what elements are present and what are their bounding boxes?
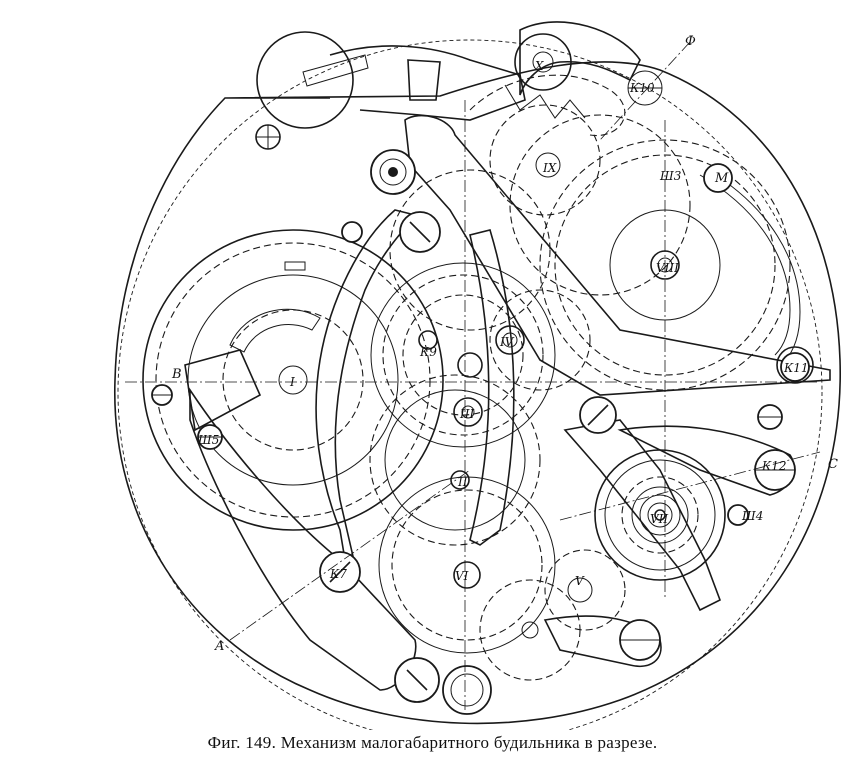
label-i: I bbox=[289, 375, 295, 389]
label-k12: К12 bbox=[761, 459, 787, 473]
screw-top-left bbox=[370, 149, 416, 195]
label-iii: III bbox=[459, 407, 474, 421]
label-vi: VI bbox=[455, 569, 469, 583]
screw-sh4 bbox=[727, 504, 749, 526]
screw-k11 bbox=[780, 352, 810, 382]
label-ix: IX bbox=[542, 161, 557, 175]
screw-k7 bbox=[319, 551, 361, 593]
screw-bottom bbox=[442, 665, 492, 715]
label-k7: К7 bbox=[329, 567, 347, 581]
screw-upper-mid bbox=[399, 211, 441, 253]
label-c: C bbox=[828, 457, 838, 472]
top-bridge bbox=[255, 31, 526, 150]
label-k11: К11 bbox=[783, 361, 809, 375]
label-sh5: Ш5 bbox=[197, 433, 219, 447]
screw-bottom-right bbox=[619, 619, 661, 661]
pivot-m bbox=[703, 163, 733, 193]
labels: Ф M B A C К10 К11 К12 К7 К9 Ш5 Ш3 Ш4 I I… bbox=[171, 34, 838, 654]
label-k10: К10 bbox=[629, 81, 655, 95]
screw-left-mid bbox=[341, 221, 363, 243]
case-outline bbox=[114, 39, 841, 730]
screw-k12 bbox=[754, 449, 796, 491]
label-sh3: Ш3 bbox=[659, 169, 682, 183]
clock-mechanism-drawing: Ф M B A C К10 К11 К12 К7 К9 Ш5 Ш3 Ш4 I I… bbox=[114, 21, 841, 730]
screws bbox=[151, 149, 810, 715]
gear-train bbox=[142, 104, 791, 681]
label-k9: К9 bbox=[419, 345, 437, 359]
screw-left-small bbox=[151, 384, 173, 406]
label-v: V bbox=[575, 574, 585, 588]
label-sh4: Ш4 bbox=[741, 509, 763, 523]
label-a: A bbox=[214, 639, 224, 654]
label-ii: II bbox=[457, 475, 468, 489]
centre-lines bbox=[125, 100, 821, 710]
label-viii: VIII bbox=[656, 261, 679, 275]
label-m: M bbox=[714, 171, 729, 186]
screw-right bbox=[757, 404, 783, 430]
screw-bottom-left bbox=[394, 657, 440, 703]
label-vii: VII bbox=[650, 512, 668, 526]
figure-caption: Фиг. 149. Механизм малогабаритного будил… bbox=[207, 733, 658, 752]
label-iv: IV bbox=[499, 335, 515, 349]
label-b: B bbox=[171, 367, 182, 382]
label-x: X bbox=[534, 59, 544, 73]
screw-sh5 bbox=[197, 424, 223, 450]
bridges bbox=[184, 114, 831, 691]
upper-ratchet bbox=[469, 21, 691, 141]
screw-mid-right bbox=[579, 396, 617, 434]
label-f: Ф bbox=[685, 34, 696, 49]
